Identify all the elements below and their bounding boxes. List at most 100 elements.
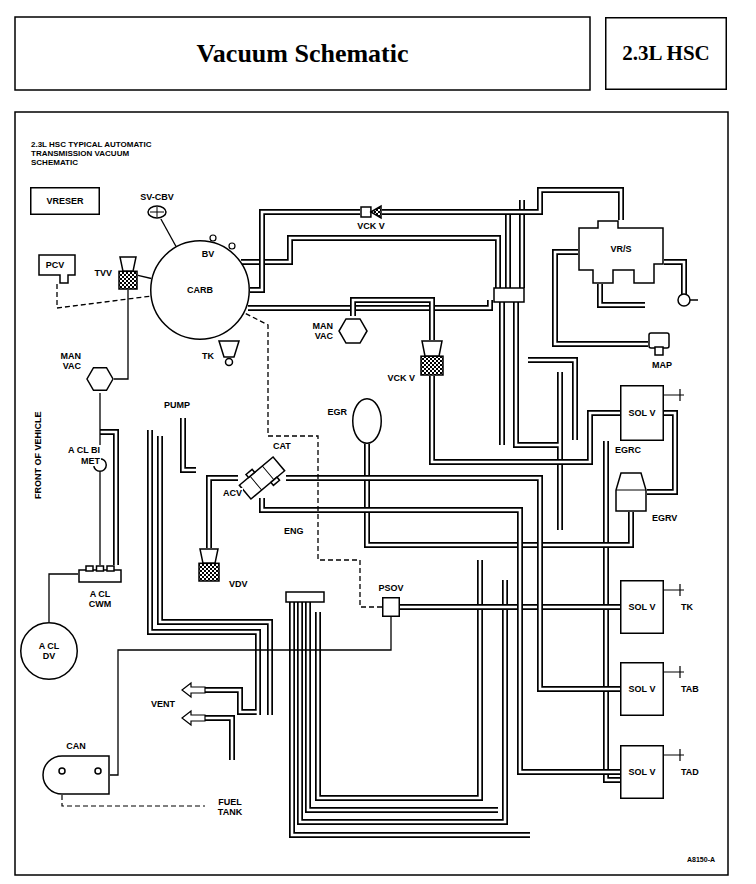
component-label: EGRC — [614, 445, 642, 455]
part-label: A8150-A — [686, 856, 716, 864]
component-label: A CL CWM — [83, 589, 117, 610]
component-name: SOL V — [629, 767, 656, 777]
vacuum-tube-core — [400, 606, 620, 609]
line-art-part — [200, 549, 218, 563]
part-label: ENG — [283, 526, 305, 536]
vacuum-component: A CL DV — [20, 622, 78, 680]
thin-line — [110, 617, 391, 775]
vacuum-tube-outline — [400, 604, 620, 610]
component-name: BV — [202, 249, 215, 259]
line-art-part — [226, 359, 233, 366]
component-outline — [382, 597, 400, 617]
line-art-part — [199, 563, 219, 581]
component-label: VDV — [228, 579, 249, 589]
vent-arrow — [182, 683, 205, 725]
vacuum-component: VDV — [198, 548, 220, 582]
line-art-part — [97, 566, 104, 571]
vacuum-line — [114, 290, 128, 379]
vacuum-component: SOL VTAB — [620, 662, 664, 716]
vacuum-component: VR/S — [578, 220, 664, 284]
line-art-part — [39, 255, 75, 283]
vacuum-component: PSOV — [382, 597, 400, 617]
vacuum-component: SOL VTK — [620, 580, 664, 634]
line-art-part — [422, 341, 442, 356]
component-label: MAP — [651, 360, 673, 370]
vacuum-component: MAP — [648, 332, 670, 356]
component-label: SV-CBV — [139, 192, 175, 202]
component-label: TVV — [93, 268, 113, 278]
component-label: CAN — [65, 741, 87, 751]
line-art-part — [43, 756, 109, 794]
component-label: TAB — [680, 684, 700, 694]
component-outline — [615, 472, 647, 512]
line-art-part — [616, 473, 646, 511]
vacuum-line — [262, 498, 620, 772]
vacuum-tube-core — [250, 212, 360, 290]
line-art-part — [86, 566, 93, 571]
component-label: TK — [201, 351, 215, 361]
vacuum-component: A CL CWM — [78, 565, 122, 583]
vacuum-tube-core — [100, 200, 684, 835]
component-outline — [360, 205, 382, 219]
vacuum-tube-outline — [262, 498, 620, 772]
component-label: TK — [680, 602, 694, 612]
line-art-part — [621, 386, 664, 441]
line-art-part — [421, 356, 443, 375]
line-art-part — [119, 271, 137, 289]
vacuum-component: SOL VEGRC — [620, 385, 664, 441]
vacuum-component: MAN VAC — [338, 316, 368, 346]
component-label: EGR — [326, 407, 348, 417]
vacuum-component: VRESER — [30, 187, 100, 215]
part-label: ACV — [222, 488, 243, 498]
line-art-part — [59, 768, 65, 774]
component-name: 2.3L HSC — [622, 41, 710, 65]
line-art-part — [95, 768, 101, 774]
orientation-note: FRONT OF VEHICLE — [33, 410, 43, 500]
vacuum-component: EGR — [352, 398, 382, 444]
line-art-part — [383, 598, 400, 617]
component-label: MAN VAC — [306, 321, 334, 342]
component-label: TAD — [680, 767, 700, 777]
component-outline — [338, 316, 368, 346]
line-art-part — [120, 257, 136, 271]
component-outline — [352, 398, 382, 444]
vacuum-line — [245, 313, 383, 607]
vacuum-component: TVV — [118, 256, 138, 290]
vacuum-component: A CL BI MET — [93, 458, 107, 472]
vacuum-tube-outline — [432, 376, 620, 462]
component-outline — [86, 365, 114, 393]
title-text: Vacuum Schematic — [15, 17, 590, 90]
component-name: SOL V — [629, 408, 656, 418]
vacuum-tube-outline — [100, 200, 684, 835]
part-label: VENT — [150, 699, 176, 709]
line-art-part — [107, 566, 114, 571]
line-art-part — [250, 466, 274, 490]
component-name: SOL V — [629, 602, 656, 612]
vacuum-component: MAN VAC — [86, 365, 114, 393]
dashed-line — [245, 313, 383, 607]
vacuum-line — [100, 472, 101, 565]
vacuum-line — [432, 376, 620, 462]
vacuum-component: CAN — [42, 755, 110, 795]
port-symbol — [229, 243, 235, 249]
vacuum-tube-core — [262, 498, 620, 772]
component-label: VCK V — [386, 373, 416, 383]
line-art-part — [339, 319, 367, 343]
line-art-part — [649, 333, 669, 348]
line-art-part — [21, 623, 78, 680]
thin-line — [99, 472, 100, 565]
component-outline — [238, 458, 286, 498]
vacuum-line — [110, 617, 391, 775]
line-art-part — [353, 399, 382, 444]
vacuum-line — [161, 219, 176, 246]
component-name: CARB — [187, 285, 213, 295]
component-outline — [198, 548, 220, 582]
component-outline — [118, 256, 138, 290]
line-art-part — [621, 581, 664, 634]
component-name: A CL DV — [32, 641, 66, 662]
vacuum-component: VCK V — [420, 340, 444, 376]
component-name: VRESER — [46, 196, 83, 206]
vacuum-component: EGRV — [615, 472, 647, 512]
vacuum-component: SOL VTAD — [620, 745, 664, 799]
